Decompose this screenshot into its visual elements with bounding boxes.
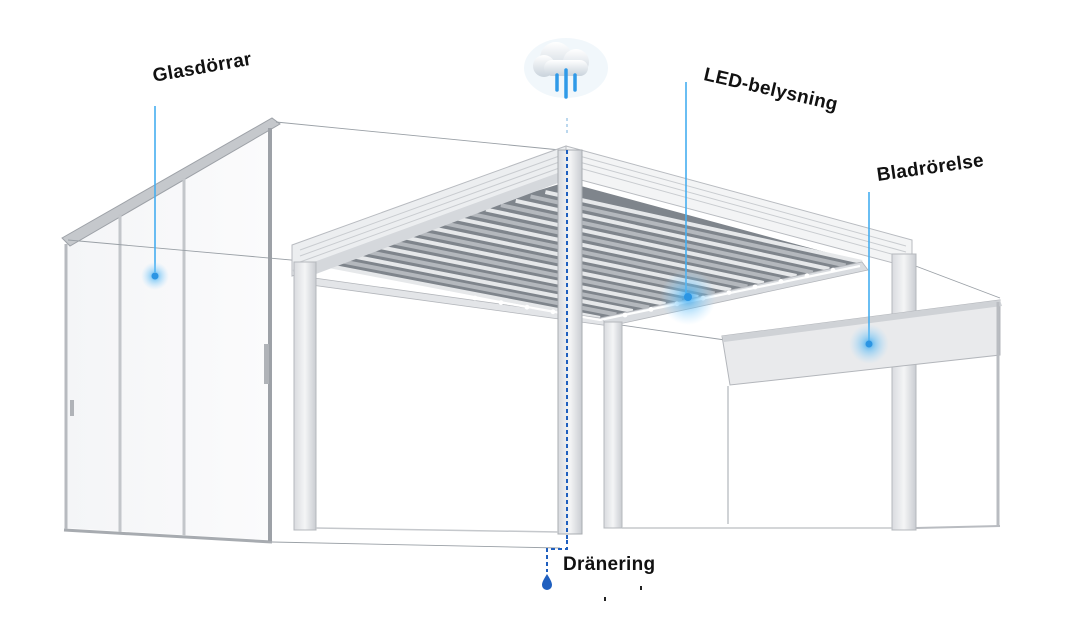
water-drop-icon: [542, 574, 552, 590]
floor-lines: [315, 527, 892, 533]
callout-dranering: Dränering: [563, 554, 656, 575]
led-light: [648, 307, 654, 312]
led-light: [498, 300, 504, 305]
louver-blade: [544, 190, 863, 264]
louver-blade: [455, 216, 765, 285]
led-light: [446, 291, 452, 296]
perspective-lines: [67, 121, 1001, 549]
louver-blade: [352, 246, 650, 310]
led-light: [342, 272, 348, 278]
led-light: [550, 309, 556, 315]
cloud-rain-icon: [524, 38, 608, 99]
pergola-posts: [293, 149, 917, 535]
louver-blade: [381, 238, 683, 303]
louver-blade: [307, 260, 601, 320]
louver-blade: [530, 194, 847, 268]
led-light: [524, 304, 530, 310]
led-light: [778, 279, 784, 284]
led-light: [622, 312, 628, 318]
louver-blade: [337, 251, 634, 313]
drainage-line: [542, 118, 568, 590]
led-light: [830, 267, 836, 273]
hotspots: [141, 262, 889, 364]
led-light: [394, 281, 400, 287]
louver-blade: [366, 242, 666, 306]
led-light: [472, 295, 478, 301]
led-light: [368, 277, 374, 282]
louver-blade: [500, 203, 814, 275]
led-light: [752, 284, 758, 290]
pergola-roof: [291, 145, 913, 327]
louver-blade: [470, 211, 781, 282]
louver-blade: [396, 233, 699, 299]
leader-lines: [154, 82, 870, 342]
glass-enclosure: [61, 117, 281, 544]
louver-blade: [485, 207, 797, 278]
led-light: [804, 273, 810, 279]
led-light: [726, 290, 732, 295]
led-light: [420, 286, 426, 292]
